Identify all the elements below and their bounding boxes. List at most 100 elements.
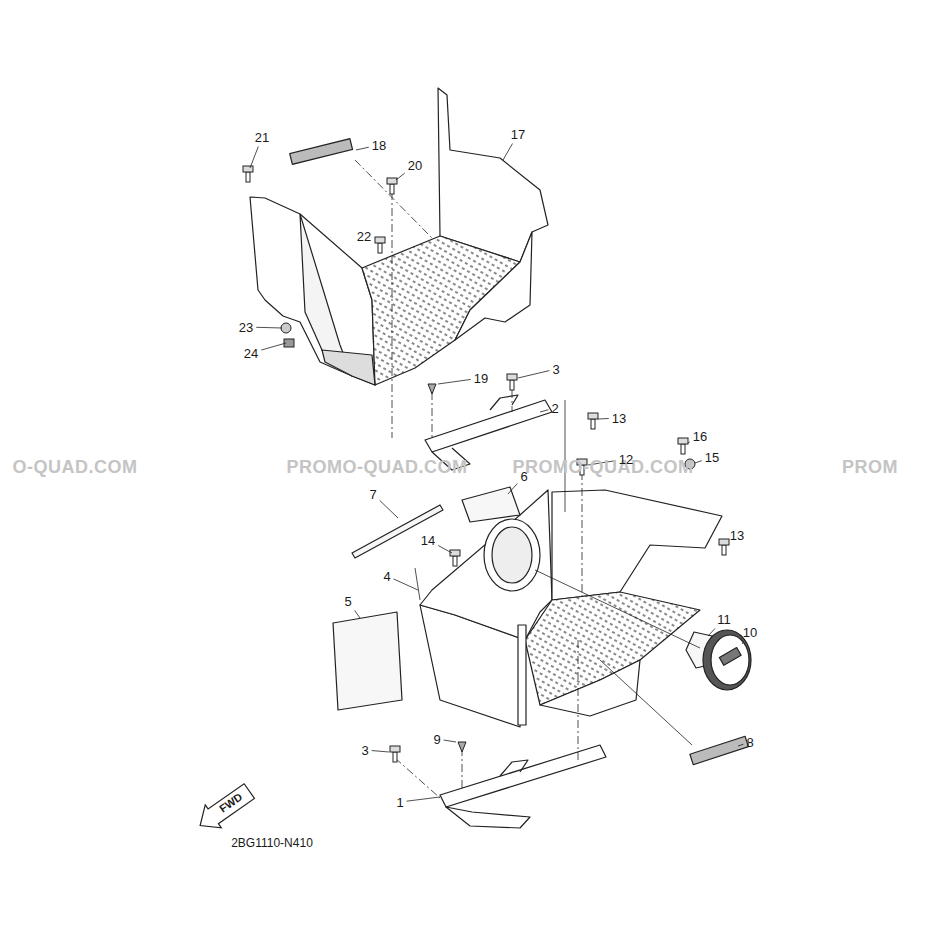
leader-line [444, 740, 456, 742]
callout-number: 18 [372, 139, 386, 152]
bracket [425, 400, 552, 452]
bolt-shank [681, 444, 685, 454]
footwell-wall [250, 197, 375, 385]
callout-number: 3 [361, 744, 368, 757]
assembly-line [392, 192, 393, 438]
leader-line [261, 343, 286, 350]
assembly-line [535, 570, 700, 648]
bracket [440, 745, 606, 807]
watermark: PROM [842, 458, 898, 476]
cover [711, 635, 749, 685]
bolt-shank [453, 556, 457, 566]
decal [352, 505, 443, 558]
step-plate [690, 736, 749, 764]
footwell-under [322, 350, 375, 385]
bolt-head [678, 438, 688, 444]
bolt [243, 166, 253, 182]
callout-number: 23 [239, 321, 253, 334]
callout-number: 21 [255, 131, 269, 144]
bolt-shank [378, 243, 382, 253]
assembly-line [565, 400, 566, 512]
leader-line [355, 610, 360, 618]
leader-line [742, 642, 744, 645]
bolt [387, 178, 397, 194]
callout-number: 22 [357, 230, 371, 243]
callout-number: 2 [551, 402, 558, 415]
footwell-skirt [540, 660, 640, 716]
assembly-line [395, 758, 440, 798]
decal [333, 612, 402, 710]
leader-line [708, 629, 715, 637]
cover [703, 630, 751, 690]
callout-number: 7 [369, 488, 376, 501]
callout-number: 15 [705, 451, 719, 464]
callout-number: 20 [408, 159, 422, 172]
step-plate [290, 139, 353, 165]
leader-line [372, 751, 389, 752]
bolt-shank [722, 545, 726, 555]
leader-line [356, 147, 369, 150]
leader-line [738, 744, 743, 746]
bolt-head [507, 374, 517, 380]
assembly-line [582, 472, 583, 600]
leader-line [688, 442, 690, 443]
leader-line [695, 461, 702, 463]
bolt-shank [390, 184, 394, 194]
leader-line [540, 410, 548, 412]
watermark: PROMO-QUAD.COM [513, 458, 694, 476]
bracket [500, 760, 528, 776]
callout-number: 17 [511, 128, 525, 141]
bolt-shank [246, 172, 250, 182]
callout-number: 16 [693, 430, 707, 443]
washer [281, 323, 291, 333]
footwell-wall [552, 490, 722, 600]
leader-line [598, 418, 609, 420]
bolt [678, 438, 688, 454]
assembly-line [512, 390, 513, 412]
bolt-shank [591, 419, 595, 429]
callout-number: 5 [344, 595, 351, 608]
callout-number: 24 [244, 347, 258, 360]
leader-line [250, 147, 258, 169]
bolt-shank [510, 380, 514, 390]
callout-number: 9 [433, 733, 440, 746]
assembly-line [462, 748, 463, 790]
leader-line [503, 144, 513, 161]
callout-number: 13 [612, 412, 626, 425]
bracket [446, 807, 530, 828]
decal [462, 487, 520, 522]
drawing-code: 2BG1110-N410 [231, 837, 313, 849]
callout-number: 19 [474, 372, 488, 385]
bolt-head [387, 178, 397, 184]
bolt [507, 374, 517, 390]
leader-line [438, 379, 471, 384]
footwell-skirt [455, 232, 532, 340]
callout-number: 4 [383, 570, 390, 583]
callout-number: 12 [619, 453, 633, 466]
leader-line [407, 797, 440, 801]
callout-number: 3 [552, 363, 559, 376]
bolt-head [390, 746, 400, 752]
leader-line [438, 546, 452, 553]
bolt [375, 237, 385, 253]
bracket [490, 395, 518, 410]
bolt [588, 413, 598, 429]
callout-number: 6 [520, 470, 527, 483]
callout-number: 11 [717, 613, 731, 626]
bolt-head [243, 166, 253, 172]
bolt-head [375, 237, 385, 243]
leader-line [256, 327, 282, 329]
leader-line [508, 483, 517, 494]
callout-number: 13 [730, 529, 744, 542]
callout-number: 1 [396, 796, 403, 809]
assembly-line [355, 160, 432, 238]
fwd-arrow [192, 780, 257, 837]
wall-hole [484, 519, 540, 591]
leader-line [380, 500, 398, 518]
bolt-shank [393, 752, 397, 762]
clip [458, 742, 466, 752]
bolt-head [588, 413, 598, 419]
callout-number: 10 [743, 626, 757, 639]
callout-number: 14 [421, 534, 435, 547]
watermark: PROMO-QUAD.COM [287, 458, 468, 476]
